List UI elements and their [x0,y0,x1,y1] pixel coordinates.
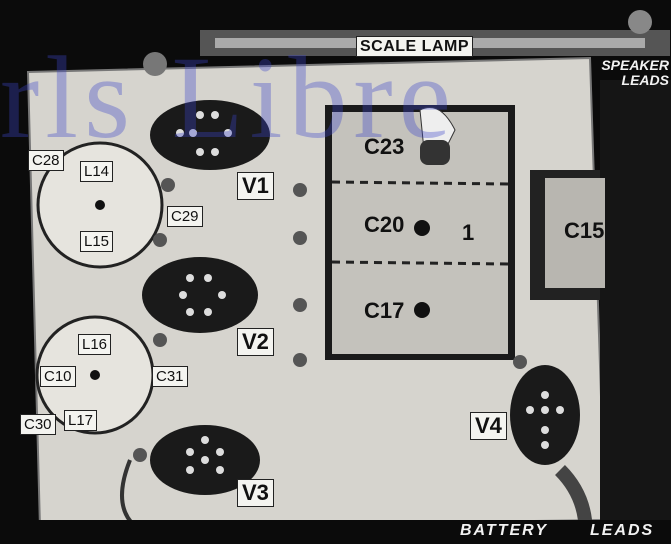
label-speaker: SPEAKER [601,57,669,73]
label-one: 1 [462,220,475,245]
label-v1: V1 [237,172,274,200]
label-l17: L17 [64,410,98,431]
label-v3: V3 [237,479,274,507]
label-scale-lamp: SCALE LAMP [356,36,473,57]
label-l16: L16 [78,334,112,355]
label-l15: L15 [80,231,114,252]
label-c23: C23 [364,134,405,159]
label-l14: L14 [80,161,114,182]
mount-screw [143,52,167,76]
label-speaker-leads: SPEAKER LEADS [585,58,669,88]
label-c31: C31 [152,366,188,387]
c15-capacitor [545,178,605,288]
v4-socket [510,365,580,465]
label-speaker-leads-2: LEADS [621,72,669,88]
scale-lamp-bulb [420,140,450,165]
label-c17: C17 [364,298,405,323]
label-c10: C10 [40,366,76,387]
label-battery: BATTERY [460,522,549,539]
label-v2: V2 [237,328,274,356]
label-v4: V4 [470,412,507,440]
label-c28: C28 [28,150,64,171]
label-c15: C15 [564,218,605,243]
label-c30: C30 [20,414,56,435]
v2-socket [142,257,258,333]
label-leads: LEADS [590,522,655,539]
label-c29: C29 [167,206,203,227]
v1-socket [150,100,270,170]
label-c20: C20 [364,212,405,237]
